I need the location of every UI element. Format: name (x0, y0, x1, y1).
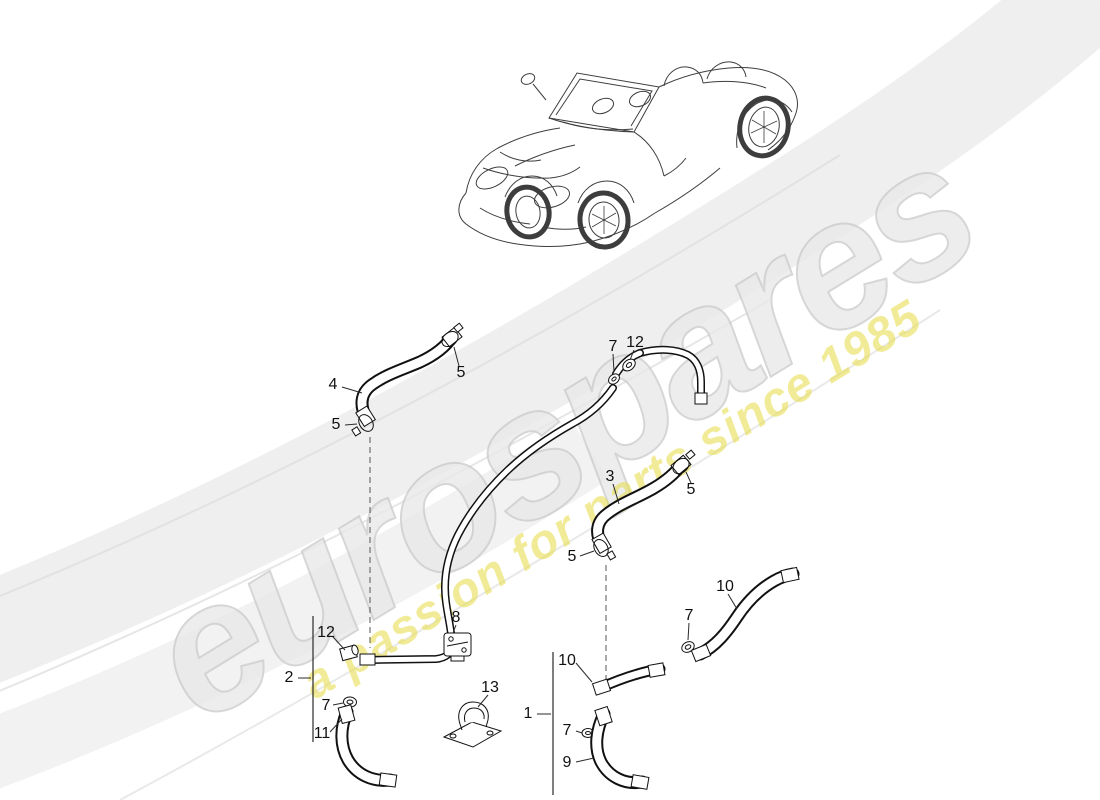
hose-11 (335, 704, 398, 788)
wheel-rear-left (737, 95, 791, 159)
mirror (532, 83, 547, 101)
seat-left (591, 97, 615, 115)
headlight-left (475, 166, 509, 190)
seal-ring-7-right-upper (681, 641, 695, 653)
clamp-block-8 (443, 632, 472, 662)
pipe-top-end-cuff (694, 392, 708, 405)
left-group (335, 644, 398, 788)
wheel-front-left (577, 190, 631, 250)
seal-ring-7-top (608, 373, 620, 385)
car-illustration (458, 61, 799, 250)
pipe-top (608, 345, 708, 405)
clamp-5-hose4-top (441, 322, 464, 348)
seat-right (628, 90, 652, 108)
right-group (581, 566, 800, 790)
pipe-main-end-cuff (359, 653, 376, 666)
hose-10 (690, 566, 800, 663)
clamp-5-hose3-bottom (593, 539, 617, 561)
roll-hoop-left (663, 66, 704, 87)
holder-bracket-13 (442, 701, 503, 748)
hose-4 (351, 322, 464, 437)
leader-lines (298, 346, 738, 763)
sleeve-12-top (622, 358, 636, 372)
group-brackets (312, 616, 554, 795)
clamp-5-hose3-top (672, 449, 696, 475)
clamp-5-hose4-bottom (351, 414, 374, 437)
construction-lines (369, 437, 607, 684)
hose-9 (590, 705, 650, 790)
pipe-10-lower (591, 662, 666, 696)
hose-3 (591, 449, 696, 561)
headlight-right (533, 185, 571, 209)
wheel-front-right (504, 184, 552, 240)
